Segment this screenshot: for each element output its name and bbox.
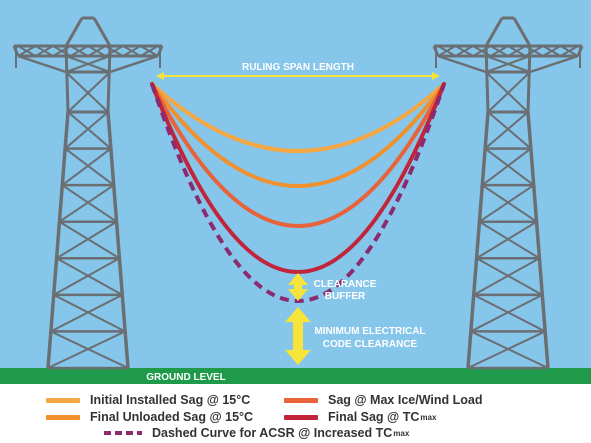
legend-text: Final Sag @ TC bbox=[328, 410, 420, 424]
legend-text: Sag @ Max Ice/Wind Load bbox=[328, 393, 483, 407]
tower-member bbox=[487, 71, 531, 113]
tower-member bbox=[35, 45, 54, 57]
tower-member bbox=[476, 257, 543, 296]
tower-member bbox=[105, 45, 124, 57]
tower-member bbox=[466, 111, 490, 369]
minimum-clearance-label-line1: MINIMUM ELECTRICAL bbox=[314, 326, 425, 337]
tower-member bbox=[455, 45, 474, 57]
tower-member bbox=[560, 45, 579, 57]
legend-swatch bbox=[284, 414, 318, 420]
clearance-buffer-arrow bbox=[288, 273, 308, 301]
tower-member bbox=[87, 45, 106, 57]
legend-item-final-unloaded-sag: Final Unloaded Sag @ 15°C bbox=[46, 410, 253, 424]
legend-subscript: max bbox=[420, 412, 437, 422]
tower-member bbox=[53, 293, 126, 333]
minimum-clearance-arrow bbox=[285, 307, 311, 365]
tower-member bbox=[472, 45, 491, 57]
tower-member bbox=[473, 293, 546, 333]
tower-member bbox=[526, 111, 550, 369]
tower-member bbox=[58, 184, 115, 223]
tower-member bbox=[507, 45, 526, 57]
tower-member bbox=[109, 54, 159, 74]
tower-member bbox=[65, 55, 111, 73]
legend-text: Dashed Curve for ACSR @ Increased TC bbox=[152, 426, 393, 440]
tower-member bbox=[17, 45, 36, 57]
legend-item-max-ice-wind-sag: Sag @ Max Ice/Wind Load bbox=[284, 393, 482, 407]
curve-final-sag bbox=[150, 82, 446, 274]
curve-max-ice-wind-sag bbox=[150, 82, 446, 228]
tower-member bbox=[56, 220, 118, 260]
tower-member bbox=[50, 330, 129, 369]
tower-member bbox=[53, 257, 120, 296]
ground-level-bar bbox=[0, 368, 591, 384]
tower-member bbox=[484, 17, 504, 47]
legend-swatch bbox=[46, 397, 80, 403]
tower-member bbox=[46, 111, 70, 369]
tower-member bbox=[140, 45, 159, 57]
minimum-clearance-label-line2: CODE CLEARANCE bbox=[323, 339, 418, 350]
tower-member bbox=[56, 257, 123, 296]
tower-member bbox=[490, 45, 509, 57]
tower-member bbox=[470, 293, 543, 333]
tower-member bbox=[52, 45, 71, 57]
tower-member bbox=[61, 184, 118, 223]
curve-final-unloaded-sag bbox=[150, 82, 446, 188]
ground-level-label: GROUND LEVEL bbox=[146, 372, 225, 383]
tower-member bbox=[529, 54, 579, 74]
tower-member bbox=[67, 111, 112, 150]
tower-member bbox=[484, 147, 535, 186]
tower-member bbox=[122, 45, 141, 57]
tower-member bbox=[64, 111, 109, 150]
tower-member bbox=[61, 147, 112, 186]
tower-member bbox=[64, 17, 84, 47]
clearance-buffer-label-line1: CLEARANCE bbox=[314, 279, 377, 290]
tower-member bbox=[485, 55, 531, 73]
tower-member bbox=[478, 184, 535, 223]
tower-member bbox=[437, 54, 487, 74]
tower-member bbox=[470, 330, 549, 369]
legend-subscript: max bbox=[393, 428, 410, 438]
legend: Initial Installed Sag @ 15°C Final Unloa… bbox=[0, 384, 591, 443]
tower-member bbox=[92, 17, 112, 47]
legend-swatch-dashed bbox=[104, 431, 142, 435]
left-tower-icon bbox=[12, 16, 164, 370]
tower-member bbox=[50, 293, 123, 333]
tower-member bbox=[485, 71, 529, 113]
tower-member bbox=[481, 147, 532, 186]
legend-text: Initial Installed Sag @ 15°C bbox=[90, 393, 251, 407]
tower-member bbox=[484, 111, 529, 150]
legend-swatch bbox=[46, 414, 80, 420]
tower-member bbox=[478, 220, 540, 260]
tower-member bbox=[67, 71, 111, 113]
tower-member bbox=[64, 147, 115, 186]
tower-member bbox=[58, 220, 120, 260]
curve-initial-installed-sag bbox=[150, 82, 446, 153]
tower-member bbox=[47, 330, 126, 369]
tower-member bbox=[70, 45, 89, 57]
tower-member bbox=[476, 220, 538, 260]
diagram-canvas: RULING SPAN LENGTH CLEARANCE BUFFER MINI… bbox=[0, 0, 591, 384]
tower-member bbox=[473, 257, 540, 296]
tower-member bbox=[542, 45, 561, 57]
clearance-buffer-label-line2: BUFFER bbox=[325, 291, 366, 302]
tower-member bbox=[512, 17, 532, 47]
tower-member bbox=[525, 45, 544, 57]
tower-member bbox=[481, 184, 538, 223]
tower-member bbox=[487, 111, 532, 150]
tower-member bbox=[106, 111, 130, 369]
tower-member bbox=[17, 54, 67, 74]
legend-swatch bbox=[284, 397, 318, 403]
tower-member bbox=[65, 71, 109, 113]
legend-item-initial-installed-sag: Initial Installed Sag @ 15°C bbox=[46, 393, 250, 407]
tower-member bbox=[467, 330, 546, 369]
ruling-span-label: RULING SPAN LENGTH bbox=[242, 62, 354, 73]
tower-member bbox=[437, 45, 456, 57]
legend-text: Final Unloaded Sag @ 15°C bbox=[90, 410, 254, 424]
right-tower-icon bbox=[432, 16, 584, 370]
